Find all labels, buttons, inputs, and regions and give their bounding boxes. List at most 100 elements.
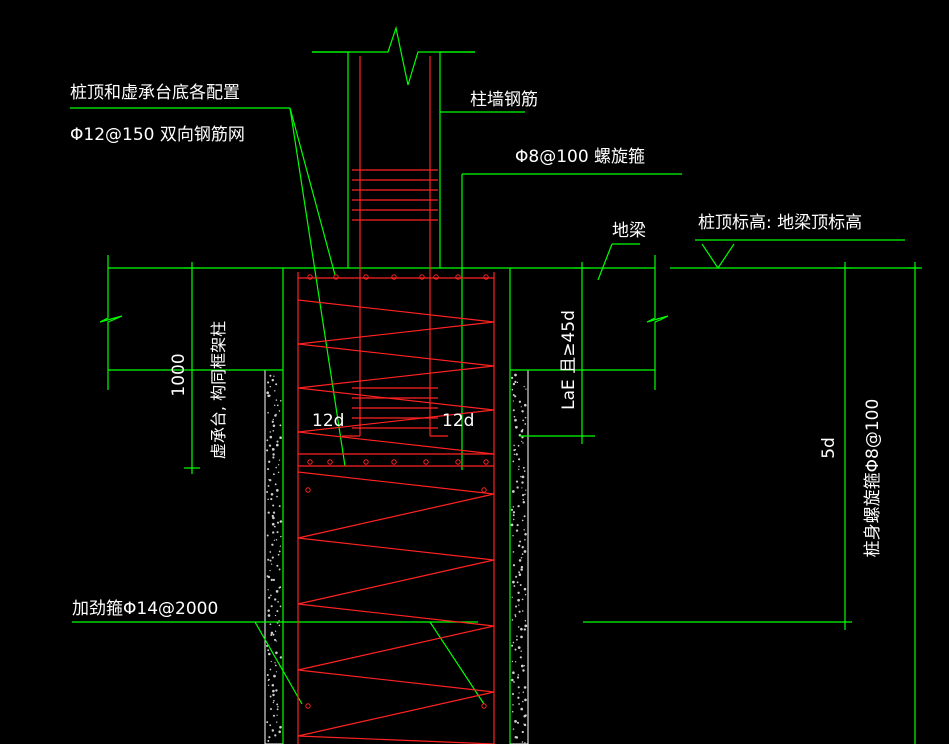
hatch-dot	[266, 575, 269, 577]
hatch-dot	[272, 578, 275, 582]
hatch-dot	[517, 626, 520, 628]
hatch-dot	[273, 638, 277, 641]
hatch-dot	[521, 610, 524, 612]
hatch-dot	[514, 736, 517, 739]
hatch-dot	[521, 546, 524, 549]
hatch-dot	[514, 661, 517, 663]
hatch-dot	[521, 475, 525, 479]
hatch-dot	[516, 486, 519, 489]
hatch-dot	[267, 558, 270, 561]
hatch-dot	[510, 376, 514, 379]
hatch-dot	[517, 544, 521, 547]
hatch-dot	[267, 614, 271, 617]
hatch-dot	[270, 633, 273, 637]
hatch-dot	[517, 696, 520, 699]
hatch-dot	[513, 415, 516, 418]
hatch-dot	[520, 556, 523, 559]
hatch-dot	[271, 683, 275, 687]
hatch-dot	[276, 714, 278, 716]
hatch-dot	[271, 420, 274, 423]
hatch-dot	[524, 620, 527, 622]
hatch-dot	[522, 466, 525, 469]
hatch-dot	[274, 630, 277, 632]
hatch-dot	[272, 453, 275, 456]
hatch-dot	[518, 573, 522, 576]
hatch-dot	[274, 664, 277, 667]
hatch-dot	[278, 568, 281, 571]
hatch-dot	[272, 473, 275, 476]
hatch-dot	[275, 489, 279, 492]
hatch-dot	[279, 436, 282, 439]
label-pile-top-config: 桩顶和虚承台底各配置	[70, 83, 240, 103]
hatch-dot	[524, 493, 526, 496]
hatch-dot	[524, 538, 526, 541]
hatch-dot	[511, 490, 515, 493]
hatch-dot	[519, 540, 522, 543]
hatch-dot	[273, 525, 276, 528]
hatch-dot	[513, 585, 516, 587]
hatch-dot	[516, 381, 519, 384]
label-anchor-length: LaE 且≥45d	[559, 310, 579, 410]
hatch-dot	[276, 721, 278, 723]
hatch-dot	[277, 553, 280, 556]
hatch-dot	[520, 664, 524, 668]
hatch-dot	[516, 635, 518, 637]
hatch-dot	[276, 404, 279, 407]
hatch-dot	[519, 559, 521, 561]
hatch-dot	[518, 703, 520, 705]
hatch-dot	[523, 628, 526, 631]
hatch-dot	[268, 652, 271, 656]
hatch-dot	[269, 724, 272, 727]
hatch-dot	[524, 698, 527, 702]
hatch-dot	[522, 691, 525, 693]
hatch-dot	[267, 498, 269, 501]
hatch-dot	[269, 559, 272, 562]
hatch-dot	[524, 742, 526, 744]
hatch-dot	[268, 460, 271, 463]
pile-wall-hatch	[264, 369, 529, 744]
hatch-dot	[274, 390, 276, 392]
hatch-dot	[512, 514, 515, 517]
hatch-dot	[522, 669, 525, 672]
hatch-dot	[524, 423, 527, 425]
hatch-dot	[274, 483, 277, 486]
hatch-dot	[270, 605, 273, 608]
hatch-dot	[276, 564, 279, 567]
hatch-dot	[520, 440, 523, 443]
hatch-dot	[275, 466, 277, 469]
hatch-dot	[279, 586, 282, 589]
hatch-dot	[521, 553, 524, 555]
label-ground-beam: 地梁	[612, 221, 646, 241]
hatch-dot	[520, 475, 522, 478]
hatch-dot	[524, 533, 527, 536]
hatch-dot	[514, 418, 517, 422]
hatch-dot	[278, 620, 280, 622]
hatch-dot	[279, 605, 282, 608]
hatch-dot	[512, 518, 515, 521]
hatch-dot	[522, 500, 526, 504]
hatch-dot	[272, 531, 275, 534]
hatch-dot	[276, 708, 279, 711]
label-virtual-cap: 虚承台, 构同框架柱	[209, 321, 228, 459]
hatch-dot	[511, 692, 515, 696]
hatch-dot	[521, 598, 524, 601]
hatch-dot	[276, 703, 279, 706]
hatch-dot	[525, 489, 527, 491]
hatch-dot	[266, 491, 269, 493]
hatch-dot	[521, 493, 525, 497]
hatch-dot	[516, 638, 518, 641]
hatch-dot	[512, 564, 516, 567]
hatch-dot	[275, 399, 278, 401]
hatch-dot	[278, 550, 281, 553]
hatch-dot	[269, 623, 272, 626]
hatch-dot	[272, 511, 276, 514]
hatch-dot	[272, 429, 275, 432]
hatch-dot	[266, 645, 268, 648]
hatch-dot	[517, 686, 520, 689]
hatch-dot	[275, 383, 278, 386]
hatch-dot	[524, 624, 528, 628]
hatch-dot	[275, 413, 277, 416]
hatch-dot	[273, 674, 276, 678]
hatch-dot	[278, 459, 281, 461]
hatch-dot	[276, 521, 280, 524]
